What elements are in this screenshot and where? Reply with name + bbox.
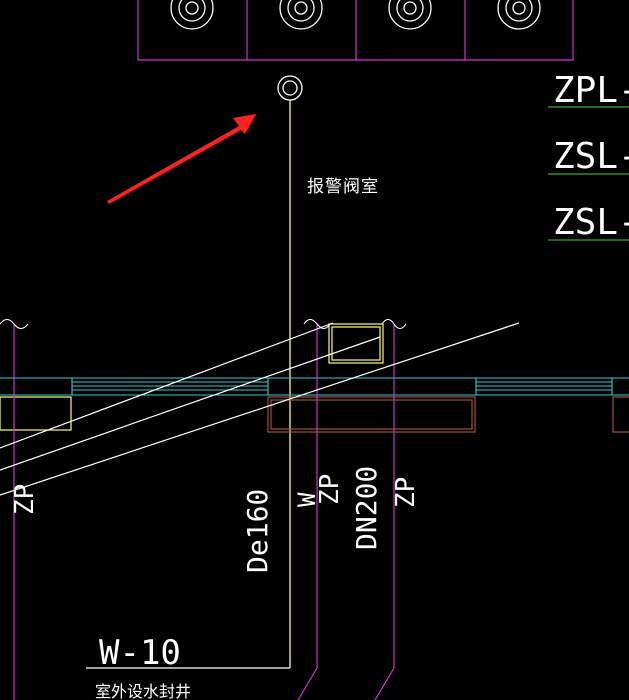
pipe-label-w: W — [293, 492, 321, 507]
pipe-label-de160: De160 — [241, 489, 274, 573]
pipe-label-zp-mid: ZP — [315, 474, 345, 505]
riser-label-zsl-2: ZSL- — [553, 202, 629, 243]
outdoor-drain-well-label: 室外设水封井 — [95, 682, 191, 700]
magenta-pipes[interactable] — [13, 325, 395, 700]
riser-symbol[interactable] — [277, 75, 303, 101]
brown-chambers — [267, 396, 629, 433]
pipe-label-zp-right: ZP — [391, 477, 421, 508]
pipe-labels: ZP De160 W ZP DN200 ZP — [10, 466, 421, 573]
pipe-label-zp-left: ZP — [10, 484, 40, 515]
yellow-chambers — [0, 323, 384, 431]
riser-labels: ZPL- ZSL- ZSL- — [548, 70, 629, 243]
riser-label-zpl: ZPL- — [553, 70, 629, 111]
alarm-valve-room-label: 报警阀室 — [307, 177, 379, 197]
cyan-band — [0, 377, 629, 396]
break-symbols — [0, 318, 407, 330]
riser-label-zsl-1: ZSL- — [553, 136, 629, 177]
pipe-label-dn200: DN200 — [350, 466, 383, 550]
red-arrow-icon — [107, 114, 256, 204]
diagonal-pipes[interactable] — [0, 322, 520, 496]
pump-panel — [137, 0, 574, 61]
fixture-circles — [170, 0, 541, 30]
drain-label-w10: W-10 — [99, 633, 181, 673]
